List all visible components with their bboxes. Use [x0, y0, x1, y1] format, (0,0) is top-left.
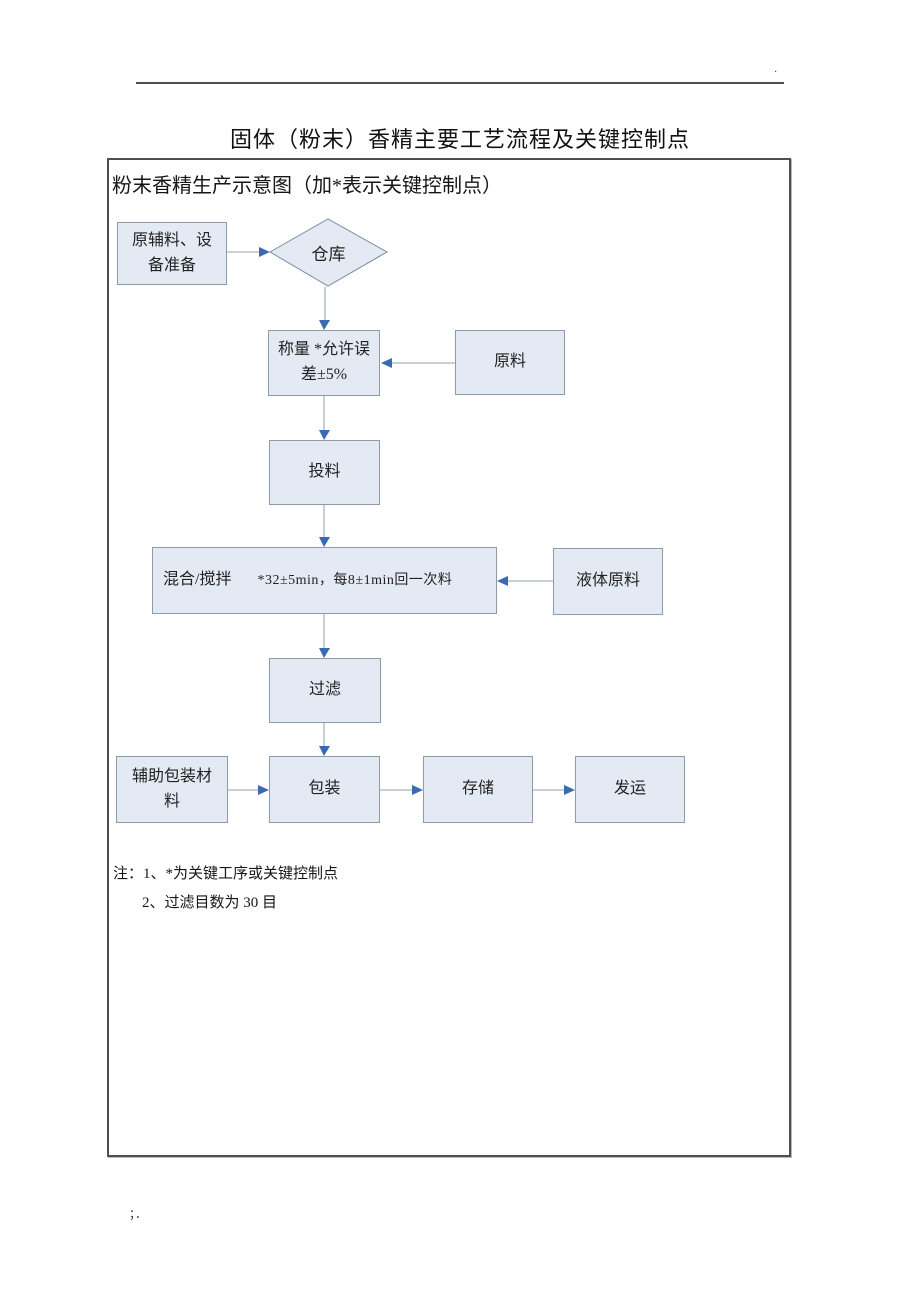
node-packaging: 包装 — [269, 756, 380, 823]
node-label: 投料 — [308, 463, 341, 481]
node-aux-packaging-material: 辅助包装材料 — [116, 756, 228, 823]
node-mixing-note: *32±5min，每8±1min回一次料 — [257, 572, 453, 588]
diagram-frame — [107, 158, 791, 1157]
node-raw-aux-material-prep: 原辅料、设备准备 — [117, 222, 227, 285]
note-line-1: 注：1、*为关键工序或关键控制点 — [113, 866, 339, 882]
node-label: 过滤 — [308, 681, 341, 699]
footer-marks: ；． — [129, 1207, 148, 1221]
node-label: 原辅料、设备准备 — [131, 231, 212, 274]
node-label: 存储 — [461, 780, 494, 798]
node-storage: 存储 — [423, 756, 533, 823]
node-filtering: 过滤 — [269, 658, 381, 723]
top-right-mark: · — [774, 67, 778, 78]
node-label: 原料 — [493, 353, 526, 371]
node-feeding: 投料 — [269, 440, 380, 505]
node-label: 辅助包装材料 — [131, 767, 212, 810]
node-label: 称量 *允许误差±5% — [277, 341, 370, 383]
note-line-2: 2、过滤目数为 30 目 — [142, 895, 278, 911]
node-liquid-material: 液体原料 — [553, 548, 663, 615]
node-label: 包装 — [308, 780, 341, 798]
node-label: 仓库 — [311, 245, 346, 264]
page-title: 固体（粉末）香精主要工艺流程及关键控制点 — [229, 127, 690, 152]
node-label: 发运 — [613, 780, 646, 798]
node-shipping: 发运 — [575, 756, 685, 823]
diagram-header: 粉末香精生产示意图（加*表示关键控制点） — [112, 175, 502, 197]
node-label: 混合/搅拌 — [163, 571, 232, 589]
node-warehouse: 仓库 — [270, 219, 387, 286]
node-label: 液体原料 — [575, 572, 640, 590]
node-raw-material: 原料 — [455, 330, 565, 395]
node-weighing: 称量 *允许误差±5% — [268, 330, 380, 396]
header-rule — [136, 82, 784, 84]
node-mixing: 混合/搅拌 *32±5min，每8±1min回一次料 — [152, 547, 497, 614]
